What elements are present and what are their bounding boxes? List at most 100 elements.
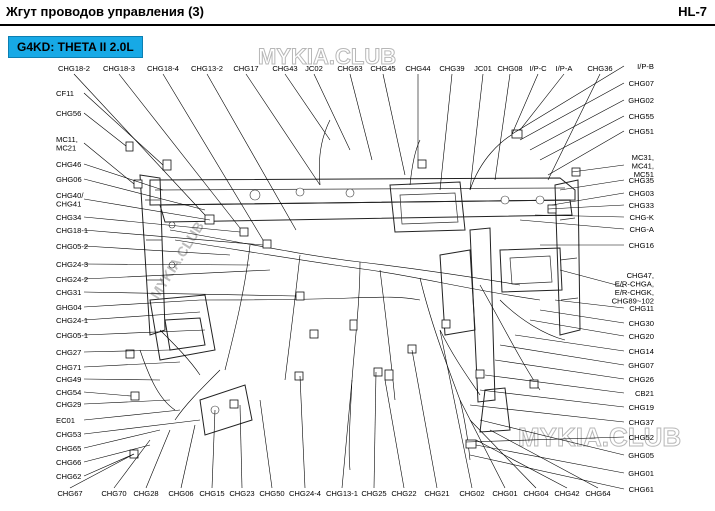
leader-line <box>475 439 568 489</box>
callout-chg22: CHG22 <box>391 489 416 498</box>
callout-chg23: CHG23 <box>229 489 254 498</box>
callout-chg05-2: CHG05-2 <box>56 242 88 251</box>
callout-chg08: CHG08 <box>497 64 522 73</box>
page-title: Жгут проводов управления (3) <box>6 4 204 19</box>
callout-chg01: CHG01 <box>492 489 517 498</box>
leader-line <box>373 371 377 489</box>
leader-line <box>494 73 511 181</box>
leader-line <box>489 429 599 489</box>
leader-line <box>551 192 625 206</box>
leader-line <box>511 65 625 135</box>
callout-chg16: CHG16 <box>629 241 654 250</box>
callout-cf11: CF11 <box>56 89 74 98</box>
leader-line <box>83 299 201 308</box>
callout-chg14: CHG14 <box>629 347 654 356</box>
page-header: Жгут проводов управления (3) HL-7 <box>0 0 715 26</box>
callout-chg37: CHG37 <box>629 418 654 427</box>
watermark-bottom: MYKIA.CLUB <box>518 422 681 452</box>
leader-line <box>469 73 484 191</box>
callout-chg24-1: CHG24-1 <box>56 316 88 325</box>
leader-line <box>83 378 161 381</box>
callout-chg28: CHG28 <box>133 489 158 498</box>
leader-line <box>83 112 127 147</box>
callout-i-p-c: I/P-C <box>529 64 547 73</box>
callout-jc02: JC02 <box>305 64 323 73</box>
leader-line <box>145 429 171 489</box>
leader-line <box>484 374 625 394</box>
callout-chg54: CHG54 <box>56 388 81 397</box>
leader-line <box>411 349 438 489</box>
leader-line <box>529 99 625 151</box>
callout-chg35: CHG35 <box>629 176 654 185</box>
leader-line <box>514 334 625 352</box>
callout-chg27: CHG27 <box>56 348 81 357</box>
callout-chg18-1: CHG18-1 <box>56 226 88 235</box>
leader-line <box>284 73 331 141</box>
leader-line <box>83 419 201 435</box>
leader-line <box>83 453 135 477</box>
callout-chg29: CHG29 <box>56 400 81 409</box>
leader-line <box>529 319 625 337</box>
callout-chg45: CHG45 <box>370 64 395 73</box>
leader-line <box>211 409 216 489</box>
leader-line <box>547 204 625 210</box>
leader-line <box>83 163 164 191</box>
callout-i-p-a: I/P-A <box>556 64 574 73</box>
callout-chg24-2: CHG24-2 <box>56 275 88 284</box>
callout-chg18-2: CHG18-2 <box>58 64 90 73</box>
callout-chg33: CHG33 <box>629 201 654 210</box>
leader-line <box>245 73 321 186</box>
callout-chg64: CHG64 <box>585 489 610 498</box>
callout-ec01: EC01 <box>56 416 75 425</box>
callout-chg39: CHG39 <box>439 64 464 73</box>
callout-chg56: CHG56 <box>56 109 81 118</box>
leader-line <box>384 379 405 489</box>
callout-chg49: CHG49 <box>56 375 81 384</box>
callout-chg19: CHG19 <box>629 403 654 412</box>
callout-jc01: JC01 <box>474 64 492 73</box>
callout-i-p-b: I/P-B <box>637 62 654 71</box>
callout-chg71: CHG71 <box>56 363 81 372</box>
callout-chg05-1: CHG05-1 <box>56 331 88 340</box>
callout-chg26: CHG26 <box>629 375 654 384</box>
leader-line <box>479 419 625 456</box>
leader-line <box>313 73 351 151</box>
leader-line <box>341 379 353 489</box>
leader-line <box>83 269 271 280</box>
callout-chg51: CHG51 <box>629 127 654 136</box>
callout-chg53: CHG53 <box>56 430 81 439</box>
leader-line <box>511 73 539 135</box>
callout-chg24-3: CHG24-3 <box>56 260 88 269</box>
callout-chg13-1: CHG13-1 <box>326 489 358 498</box>
callout-chg21: CHG21 <box>424 489 449 498</box>
leader-line <box>539 115 625 161</box>
leader-line <box>479 389 625 408</box>
callout-chg50: CHG50 <box>259 489 284 498</box>
page-code: HL-7 <box>678 4 707 19</box>
leader-line <box>439 329 473 489</box>
leader-line <box>559 269 625 288</box>
leader-line <box>469 454 625 490</box>
callout-chg43: CHG43 <box>272 64 297 73</box>
callout-mc11-mc21: MC11,MC21 <box>56 135 78 153</box>
leader-line <box>494 359 625 380</box>
leader-line <box>83 229 264 246</box>
leader-line <box>439 73 453 191</box>
callout-chg61: CHG61 <box>629 485 654 494</box>
callout-ghg07: GHG07 <box>628 361 654 370</box>
leader-line <box>83 178 206 211</box>
callout-chg46: CHG46 <box>56 160 81 169</box>
leader-line <box>382 73 406 176</box>
callout-cb21: CB21 <box>635 389 654 398</box>
leader-line <box>547 130 625 176</box>
leader-line <box>206 73 297 231</box>
leader-line <box>349 73 373 161</box>
header-divider <box>0 24 715 26</box>
callout-chg42: CHG42 <box>554 489 579 498</box>
callout-chg30: CHG30 <box>629 319 654 328</box>
leader-line <box>299 375 306 489</box>
leader-line <box>519 73 565 131</box>
callout-ghg02: GHG02 <box>628 96 654 105</box>
callout-chg07: CHG07 <box>629 79 654 88</box>
